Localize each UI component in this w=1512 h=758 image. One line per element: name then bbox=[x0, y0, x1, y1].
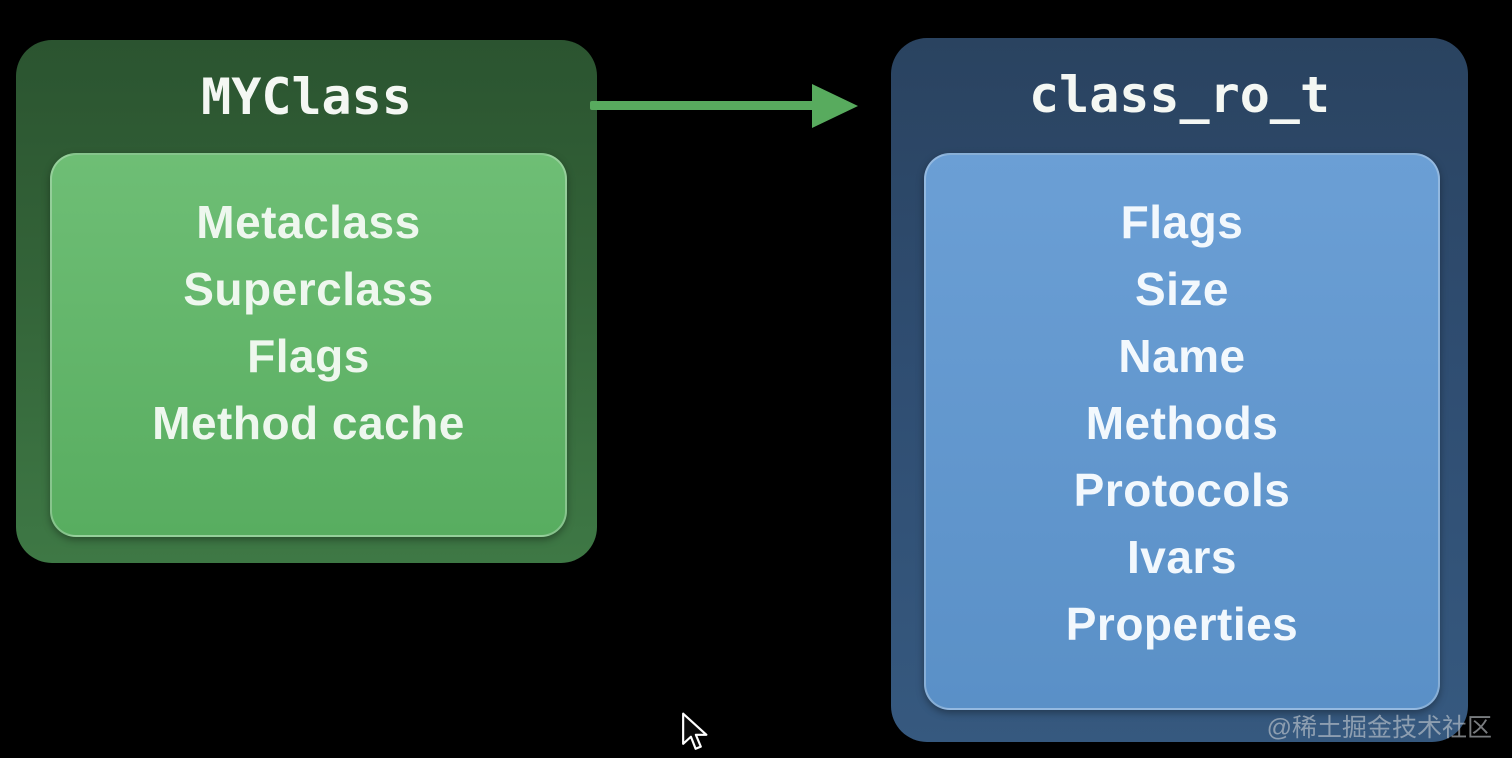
field-metaclass: Metaclass bbox=[196, 196, 421, 248]
field-properties: Properties bbox=[1065, 598, 1299, 650]
watermark-text: @稀土掘金技术社区 bbox=[1266, 714, 1492, 742]
myclass-node: MYClass Metaclass Superclass Flags Metho… bbox=[16, 40, 597, 563]
field-flags-green: Flags bbox=[247, 330, 370, 382]
field-method-cache: Method cache bbox=[152, 397, 465, 449]
field-methods: Methods bbox=[1085, 397, 1279, 449]
arrow-shaft bbox=[590, 101, 822, 110]
arrow-head-icon bbox=[812, 84, 858, 128]
field-ivars: Ivars bbox=[1127, 531, 1237, 583]
field-flags-blue: Flags bbox=[1120, 196, 1244, 248]
class-ro-t-fields-panel: Flags Size Name Methods Protocols Ivars … bbox=[924, 153, 1440, 710]
myclass-field-list: Metaclass Superclass Flags Method cache bbox=[52, 189, 565, 457]
field-size: Size bbox=[1134, 263, 1230, 315]
field-superclass: Superclass bbox=[183, 263, 434, 315]
myclass-fields-panel: Metaclass Superclass Flags Method cache bbox=[50, 153, 567, 537]
mouse-pointer-icon bbox=[682, 712, 708, 750]
myclass-node-title: MYClass bbox=[201, 68, 412, 126]
class-ro-t-node-title: class_ro_t bbox=[1028, 66, 1331, 124]
field-protocols: Protocols bbox=[1073, 464, 1291, 516]
class-ro-t-field-list: Flags Size Name Methods Protocols Ivars … bbox=[926, 189, 1438, 658]
class-ro-t-node: class_ro_t Flags Size Name Methods Proto… bbox=[891, 38, 1468, 742]
field-name: Name bbox=[1118, 330, 1246, 382]
